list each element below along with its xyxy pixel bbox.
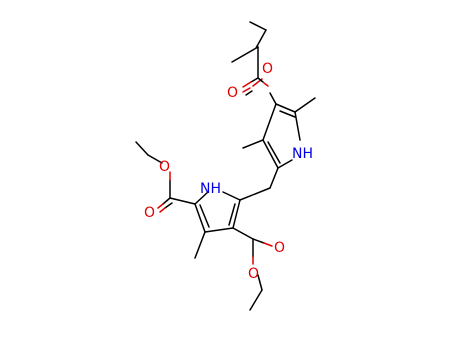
- bond: [194, 203, 206, 233]
- bond: [228, 203, 236, 226]
- bond: [194, 191, 209, 205]
- bond: [255, 29, 267, 49]
- bond: [242, 139, 264, 149]
- bond: [245, 90, 253, 96]
- bond: [267, 141, 281, 164]
- atom-label: NH: [292, 146, 313, 162]
- bond: [232, 227, 254, 240]
- bond: [249, 21, 267, 31]
- bond: [269, 167, 279, 189]
- bond: [164, 202, 173, 209]
- bond: [232, 199, 241, 229]
- bond: [294, 111, 301, 141]
- bond: [147, 154, 163, 164]
- bond: [242, 81, 252, 88]
- atom-label: O: [274, 240, 285, 256]
- bond: [262, 103, 277, 141]
- atom-label: O: [248, 266, 259, 282]
- bond: [162, 197, 171, 205]
- bond: [249, 289, 263, 311]
- bond: [279, 110, 296, 118]
- bond: [169, 197, 196, 205]
- bond: [204, 227, 234, 233]
- bond: [222, 191, 241, 201]
- bond: [157, 203, 164, 209]
- bond: [239, 187, 271, 201]
- bond: [269, 92, 277, 105]
- bond: [194, 231, 206, 259]
- bond: [242, 87, 251, 93]
- bond: [250, 77, 259, 83]
- bond: [159, 207, 166, 213]
- bond: [275, 103, 296, 113]
- bond: [252, 238, 265, 244]
- bond: [231, 46, 259, 63]
- atom-label: O: [159, 159, 170, 175]
- bond: [135, 141, 149, 156]
- atom-label: O: [227, 85, 238, 101]
- bond: [199, 204, 210, 228]
- bond: [263, 82, 269, 87]
- bond: [262, 139, 279, 169]
- bond: [257, 77, 264, 83]
- atom-label: O: [262, 61, 273, 77]
- bond: [263, 242, 273, 247]
- atom-label: O: [144, 205, 155, 221]
- atom-label: NH: [200, 181, 221, 197]
- bond: [257, 274, 263, 291]
- bond: [277, 159, 293, 169]
- bond: [294, 97, 316, 113]
